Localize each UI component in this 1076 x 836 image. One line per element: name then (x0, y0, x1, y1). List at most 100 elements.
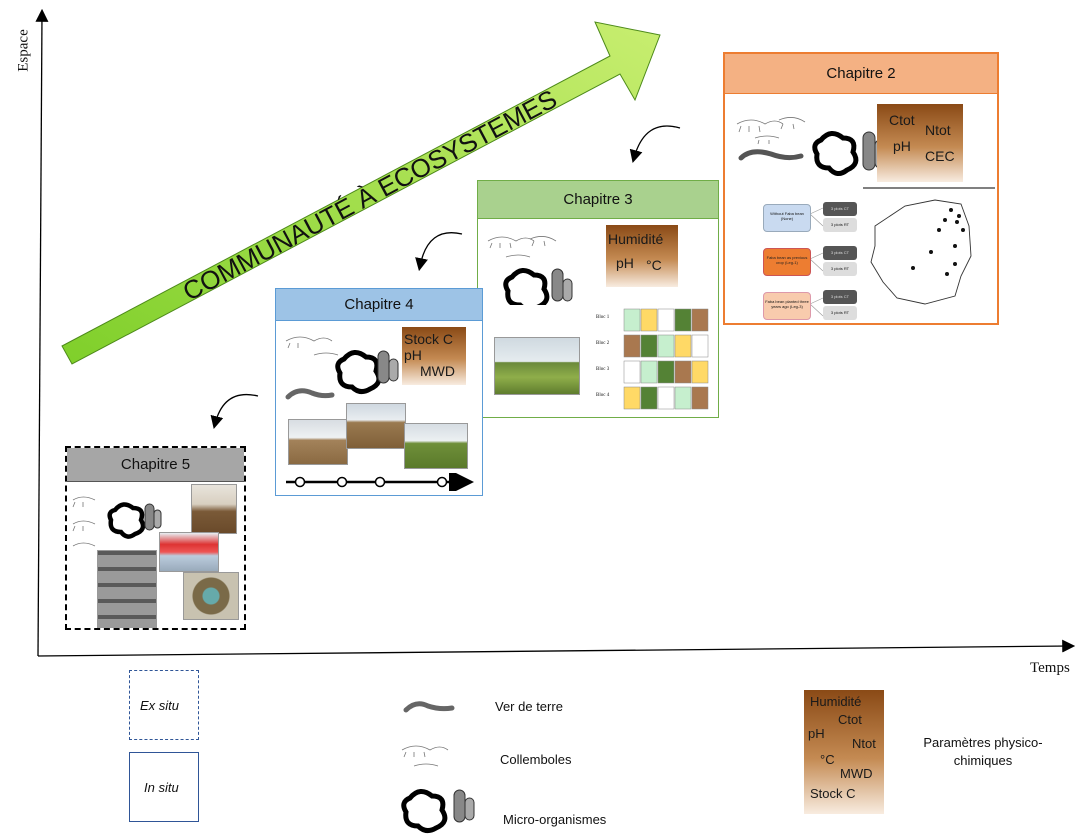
legend-ex-situ-label: Ex situ (140, 698, 180, 713)
microbe-icon (503, 268, 573, 305)
y-axis (35, 8, 49, 657)
param-ntot: Ntot (852, 736, 876, 751)
legend-springtails-label: Collemboles (500, 752, 572, 767)
community-to-ecosystem-arrow (61, 21, 661, 365)
microbe-icon (812, 131, 886, 176)
springtail-icon (285, 336, 339, 356)
c5-photo-vials (159, 532, 219, 572)
param-ctot: Ctot (838, 712, 862, 727)
c2-row-3-a: 3 plots CT (823, 290, 857, 304)
legend-physchem-params: Humidité Ctot pH Ntot °C MWD Stock C (804, 690, 884, 814)
plot-cell (657, 386, 675, 410)
param-ph: pH (808, 726, 825, 741)
c5-photo-incubator (97, 550, 157, 628)
c3-physchem-params: Humidité pH °C (606, 225, 678, 287)
c2-row-1-a: 3 plots CT (823, 202, 857, 216)
legend-organism-icons (401, 701, 475, 834)
site-dots (911, 208, 965, 276)
region-map (870, 199, 972, 305)
chapter-2-title: Chapitre 2 (725, 54, 997, 94)
c4-timeline (286, 473, 474, 491)
y-axis-label: Espace (15, 29, 32, 72)
param-mwd: MWD (420, 363, 455, 379)
curve-arrow-4-5 (210, 393, 259, 430)
param-temperature: °C (646, 257, 662, 273)
param-mwd: MWD (840, 766, 873, 781)
c3-organisms (487, 236, 573, 305)
c2-row-2-label: Faba bean as previous crop (Leg-1) (763, 248, 811, 276)
param-ph: pH (404, 347, 422, 363)
c2-row-2-a: 3 plots CT (823, 246, 857, 260)
microbe-icon (335, 350, 399, 395)
chapter-2-box: Chapitre 2 Ctot Ntot pH CEC (723, 52, 999, 325)
plot-cell (674, 386, 692, 410)
c2-row-1-b: 3 plots RT (823, 218, 857, 232)
param-stock-c: Stock C (404, 331, 454, 347)
c4-organisms (285, 336, 399, 400)
plot-cell (657, 360, 675, 384)
c3-bloc-3: Bloc 3 (596, 367, 610, 372)
plot-cell (691, 386, 709, 410)
chapter-3-title: Chapitre 3 (478, 181, 718, 219)
chapter-3-box: Chapitre 3 Humidité pH °C Bloc 1 Bloc 2 … (477, 180, 719, 418)
c4-photo-3 (404, 423, 468, 469)
timeline-point (436, 476, 448, 488)
chapter-5-title: Chapitre 5 (67, 448, 244, 482)
c5-photo-flasks (191, 484, 237, 534)
curve-arrow-3-4 (415, 232, 463, 272)
x-axis (37, 639, 1076, 657)
c3-field-photo (494, 337, 580, 395)
plot-cell (623, 308, 641, 332)
legend-microbes-label: Micro-organismes (503, 812, 607, 827)
x-axis-label: Temps (1030, 660, 1070, 676)
c2-physchem-params: Ctot Ntot pH CEC (877, 104, 963, 182)
param-ntot: Ntot (925, 122, 951, 138)
c5-organisms (72, 496, 162, 547)
plot-cell (657, 334, 675, 358)
c3-bloc-1: Bloc 1 (596, 315, 610, 320)
plot-cell (691, 334, 709, 358)
param-ph: pH (893, 138, 911, 154)
param-cec: CEC (925, 148, 955, 164)
c2-row-2-b: 3 plots RT (823, 262, 857, 276)
springtail-icon (487, 236, 557, 258)
timeline-point (374, 476, 386, 488)
c2-row-3-label: Faba bean planted three years ago (Leg-3… (763, 292, 811, 320)
plot-cell (623, 386, 641, 410)
c2-row-1-label: Without Faba bean (None) (763, 204, 811, 232)
plot-cell (623, 334, 641, 358)
plot-cell (691, 308, 709, 332)
param-temperature: °C (820, 752, 835, 767)
earthworm-icon (403, 701, 455, 713)
legend-in-situ-box (129, 752, 199, 822)
plot-cell (674, 360, 692, 384)
plot-cell (640, 386, 658, 410)
legend-params-label: Paramètres physico-chimiques (923, 735, 1043, 768)
c2-organisms (736, 117, 886, 176)
param-humidite: Humidité (810, 694, 862, 709)
param-humidite: Humidité (608, 231, 664, 247)
c4-photo-1 (288, 419, 348, 465)
chapter-5-box: Chapitre 5 (65, 446, 246, 630)
c5-photo-jar (183, 572, 239, 620)
legend-in-situ-label: In situ (144, 780, 179, 795)
param-stock-c: Stock C (810, 786, 856, 801)
plot-cell (674, 334, 692, 358)
c3-bloc-4: Bloc 4 (596, 393, 610, 398)
c3-bloc-2: Bloc 2 (596, 341, 610, 346)
plot-grid (623, 308, 709, 410)
chapter-4-box: Chapitre 4 Stock C pH MWD (275, 288, 483, 496)
timeline-point (336, 476, 348, 488)
c2-design-lines (809, 207, 824, 317)
c4-photo-2 (346, 403, 406, 449)
legend-earthworm-label: Ver de terre (495, 699, 563, 714)
c3-block-design (623, 308, 709, 410)
param-ctot: Ctot (889, 112, 915, 128)
c2-map-and-design (809, 187, 995, 317)
plot-cell (640, 308, 658, 332)
springtail-icon (401, 745, 449, 767)
param-ph: pH (616, 255, 634, 271)
springtail-icon (72, 496, 96, 547)
plot-cell (623, 360, 641, 384)
